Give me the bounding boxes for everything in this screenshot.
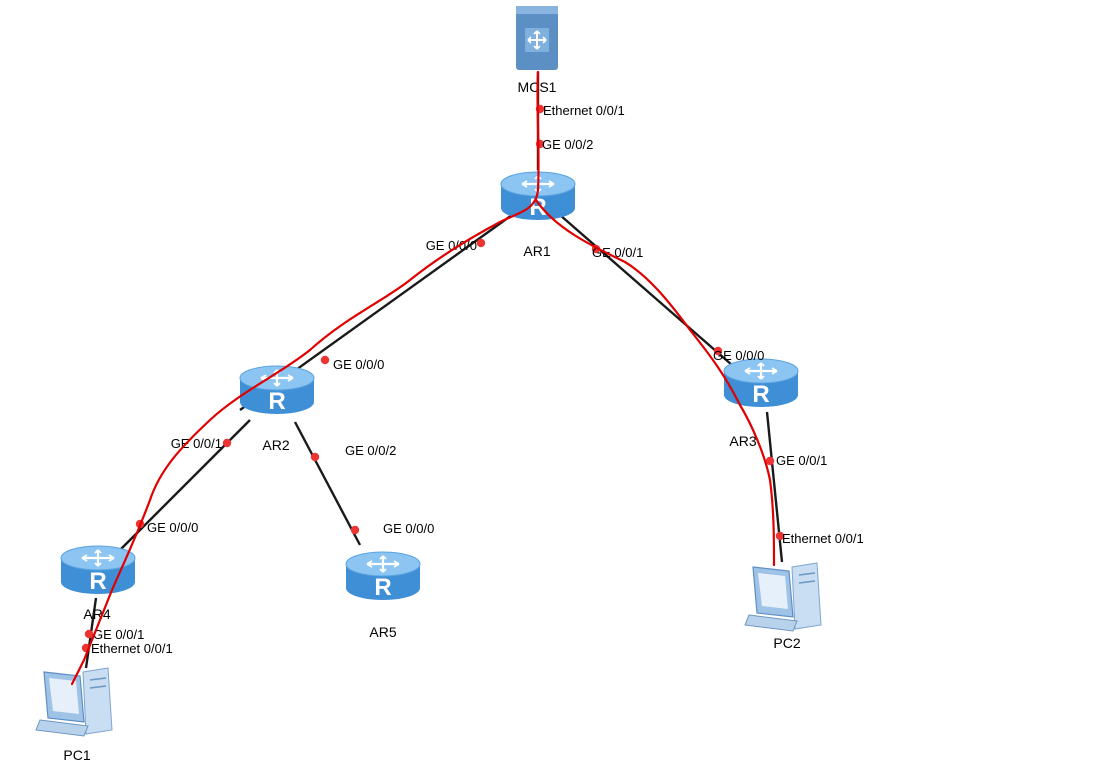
- router-icon-ar3[interactable]: R: [723, 358, 799, 408]
- server-icon-mcs1[interactable]: [516, 6, 558, 70]
- annotation-layer: [70, 70, 776, 686]
- port-dot-ar3: [765, 456, 775, 466]
- port-label-ar1: GE 0/0/2: [542, 137, 593, 152]
- port-dot-ar1: [476, 238, 486, 248]
- link-ar2-ar5[interactable]: [293, 421, 362, 546]
- port-dot-ar4: [84, 629, 94, 639]
- links-layer: [84, 72, 784, 669]
- traffic-path-annotation-left: [70, 70, 540, 686]
- device-label-pc1: PC1: [63, 747, 90, 763]
- port-label-ar2: GE 0/0/1: [171, 436, 222, 451]
- port-dot-pc2: [775, 531, 785, 541]
- port-label-pc1: Ethernet 0/0/1: [91, 641, 173, 656]
- device-label-ar2: AR2: [262, 437, 289, 453]
- port-label-ar4: GE 0/0/1: [93, 627, 144, 642]
- port-label-mcs1: Ethernet 0/0/1: [543, 103, 625, 118]
- router-icon-ar4[interactable]: R: [60, 545, 136, 595]
- device-label-ar4: AR4: [83, 606, 110, 622]
- device-label-ar1: AR1: [523, 243, 550, 259]
- device-label-ar3: AR3: [729, 433, 756, 449]
- svg-text:R: R: [268, 388, 285, 415]
- device-label-ar5: AR5: [369, 624, 396, 640]
- port-label-ar3: GE 0/0/0: [713, 348, 764, 363]
- svg-text:R: R: [374, 574, 391, 601]
- pc-icon-pc1[interactable]: [35, 667, 113, 737]
- port-label-ar5: GE 0/0/0: [383, 521, 434, 536]
- port-dot-ar5: [350, 525, 360, 535]
- port-label-ar1: GE 0/0/1: [592, 245, 643, 260]
- svg-text:R: R: [529, 194, 546, 221]
- port-dot-ar2: [310, 452, 320, 462]
- router-icon-ar5[interactable]: R: [345, 551, 421, 601]
- port-dots-layer: [81, 104, 785, 653]
- port-dot-ar2: [320, 355, 330, 365]
- port-label-ar4: GE 0/0/0: [147, 520, 198, 535]
- port-label-ar3: GE 0/0/1: [776, 453, 827, 468]
- device-label-pc2: PC2: [773, 635, 800, 651]
- port-label-ar2: GE 0/0/2: [345, 443, 396, 458]
- svg-text:R: R: [89, 568, 106, 595]
- port-label-pc2: Ethernet 0/0/1: [782, 531, 864, 546]
- port-dot-ar2: [222, 438, 232, 448]
- link-ar1-ar3[interactable]: [559, 214, 741, 373]
- svg-text:R: R: [752, 381, 769, 408]
- port-label-ar2: GE 0/0/0: [333, 357, 384, 372]
- router-icon-ar2[interactable]: R: [239, 365, 315, 415]
- traffic-path-annotation-right: [534, 198, 776, 567]
- port-dot-ar3: [713, 346, 723, 356]
- pc-icon-pc2[interactable]: [744, 562, 822, 632]
